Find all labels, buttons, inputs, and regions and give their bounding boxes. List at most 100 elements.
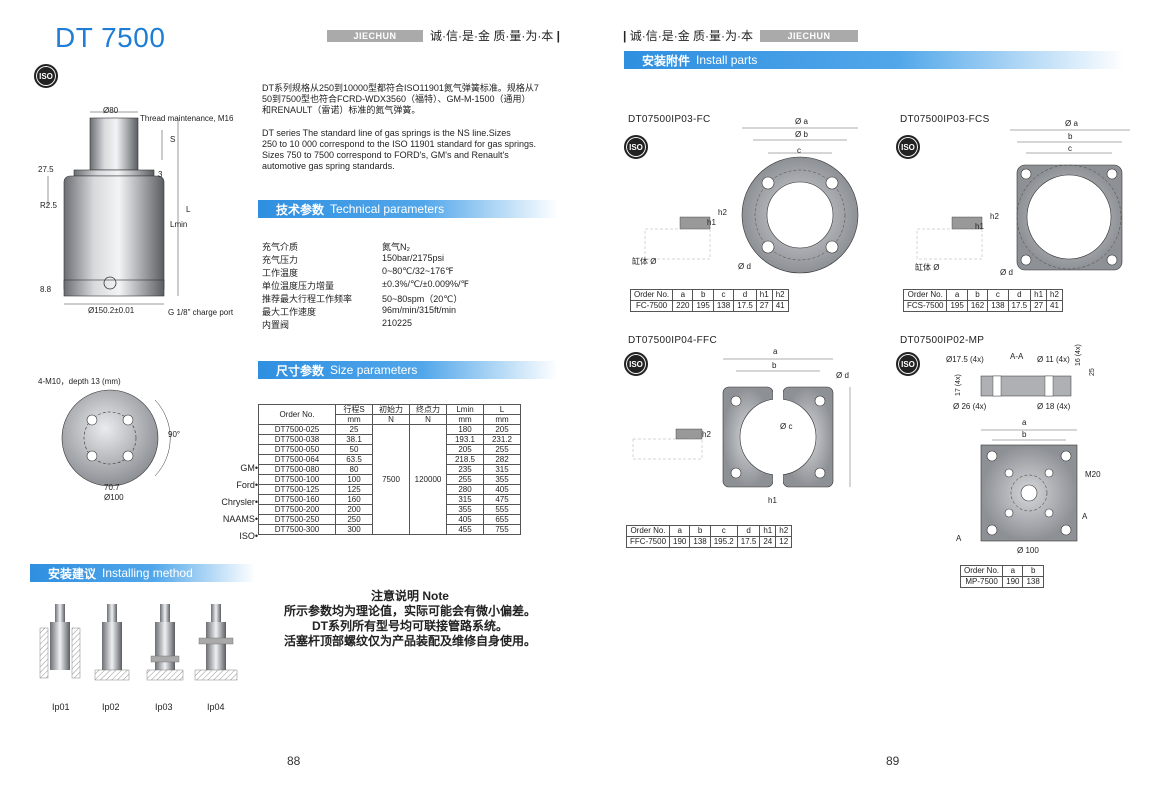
dim-r2-5: R2.5 [40,201,57,210]
dim-d80: Ø80 [103,106,119,115]
dim-70-7: 70.7 [104,483,120,492]
fcs-dim-c: c [1068,144,1072,153]
brand-logo: JIECHUN [327,30,423,42]
slogan-text: 诚·信·是·金 质·量·为·本 [629,29,754,43]
ip04-label: Ip04 [207,702,225,712]
mp-dim-d18: Ø 18 (4x) [1037,402,1071,411]
dim-m10: 4-M10，depth 13 (mm) [38,377,121,386]
dim-port: G 1/8" charge port [168,308,234,317]
install-methods-drawing [39,604,238,681]
mp-dim-aa: A-A [1010,352,1024,361]
ip01-label: Ip01 [52,702,70,712]
fc-dim-c: c [797,146,801,155]
mp-dim-25: 25 [1089,368,1096,376]
dim-s: S [170,135,176,144]
fcs-hole-label: 缸体 Ø [915,263,940,272]
fcs-dim-h1: h1 [975,222,984,231]
mp-dim-d11: Ø 11 (4x) [1037,355,1070,364]
ffc-dim-h2: h2 [702,430,711,439]
param-row: 单位温度压力增量±0.3%/℃/±0.009%/℉ [262,279,470,291]
fc-flange-drawing [644,127,859,274]
iso-badge-icon: ISO [896,352,920,376]
ffc-dim-h1: h1 [768,496,777,505]
dim-27-5: 27.5 [38,165,54,174]
mp-title: DT07500IP02-MP [900,335,985,346]
cylinder-drawing [47,111,179,305]
fcs-dim-h2: h2 [990,212,999,221]
fcs-title: DT07500IP03-FCS [900,114,990,125]
mp-dim-d17-5: Ø17.5 (4x) [946,355,984,364]
mp-dim-16: 16 (4x) [1075,344,1082,366]
dim-8-8: 8.8 [40,285,52,294]
dim-thread: Thread maintenance, M16 [140,114,234,123]
iso-badge-icon: ISO [624,352,648,376]
ffc-flange-drawing [632,358,851,488]
slogan-text: 诚·信·是·金 质·量·为·本 [430,29,554,43]
dim-90deg: 90° [168,430,181,439]
mp-dim-a: a [1022,418,1027,427]
fc-dim-d: Ø d [738,262,751,271]
dim-d100: Ø100 [104,493,124,502]
bottom-view-drawing [61,389,171,487]
slogan: 诚·信·是·金 质·量·为·本 | [430,29,561,43]
note-block: 注意说明 Note 所示参数均为理论值，实际可能会有微小偏差。 DT系列所有型号… [265,589,555,649]
page-title: DT 7500 [55,22,166,53]
slogan-right: | 诚·信·是·金 质·量·为·本 [623,29,754,43]
ip03-label: Ip03 [155,702,173,712]
dim-l: L [186,205,191,214]
brand-labels: GM• Ford• Chrysler• NAAMS• ISO• [221,463,258,541]
logo-text: JIECHUN [353,31,397,41]
page-number-right: 89 [886,754,900,768]
mp-dim-d26: Ø 26 (4x) [953,402,987,411]
logo-text: JIECHUN [787,31,831,41]
fc-title: DT07500IP03-FC [628,114,711,125]
ffc-dim-b: b [772,361,777,370]
fc-dim-a: Ø a [795,117,808,126]
note-title: 注意说明 Note [370,589,449,603]
ffc-dim-c: Ø c [780,422,793,431]
fcs-flange-drawing [916,129,1130,271]
page-number-left: 88 [287,754,301,768]
mp-section-a-right: A [1082,512,1088,521]
fcs-dim-b: b [1068,132,1073,141]
ffc-title: DT07500IP04-FFC [628,335,717,346]
dim-lmin: Lmin [170,220,188,229]
dim-d150: Ø150.2±0.01 [88,306,135,315]
mp-dim-17: 17 (4x) [955,374,962,396]
dim-3: 3 [158,170,163,179]
brand-logo-right: JIECHUN [760,30,858,42]
ffc-dim-a: a [773,347,778,356]
ffc-dim-d: Ø d [836,371,849,380]
mp-dim-m20: M20 [1085,470,1101,479]
iso-badge-icon: ISO [624,135,648,159]
iso-badge-icon: ISO [896,135,920,159]
ip02-label: Ip02 [102,702,120,712]
iso-badge-icon: ISO [34,64,58,88]
